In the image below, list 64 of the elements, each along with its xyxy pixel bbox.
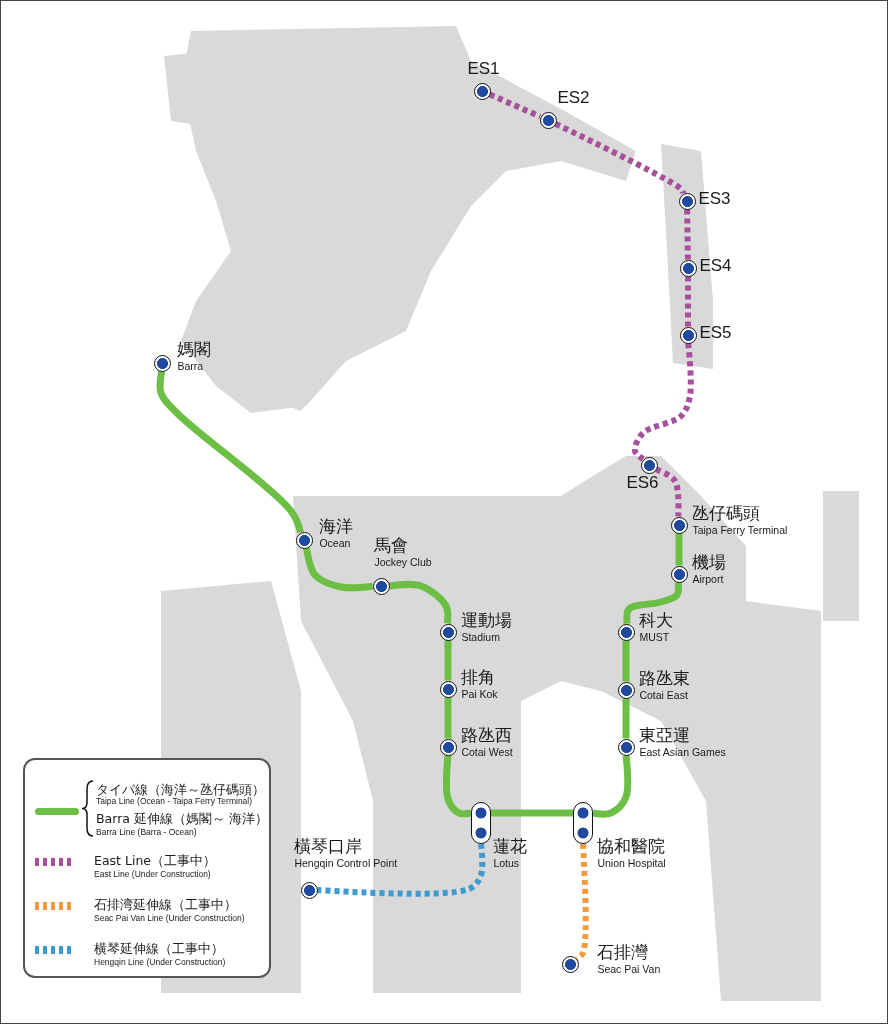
station-name: 排角: [461, 668, 496, 688]
metro-line: [488, 91, 542, 120]
legend-label: 石排湾延伸線（工事中）: [94, 898, 237, 912]
station-name-english: Ocean: [319, 538, 351, 550]
metro-line: [631, 343, 694, 462]
station-name-english: Hengqin Control Point: [294, 858, 398, 870]
station-name: 馬會: [374, 536, 409, 556]
metro-line: [622, 640, 630, 682]
station-code: ES3: [698, 190, 731, 210]
station-name-english: MUST: [639, 632, 670, 644]
station-name: 氹仔碼頭: [692, 504, 761, 524]
legend-sublabel: Seac Pai Van Line (Under Construction): [94, 914, 245, 924]
station-name-english: Jockey Club: [374, 557, 432, 569]
legend-label: 横琴延伸線（工事中）: [94, 942, 224, 956]
station-code: ES1: [467, 60, 500, 80]
station-name-english: Stadium: [461, 632, 500, 644]
metro-line: [303, 547, 373, 592]
legend-sublabel: Barra Line (Barra - Ocean): [96, 828, 197, 838]
metro-line: [442, 755, 472, 818]
station-name-english: Cotai West: [461, 747, 513, 759]
station-name: 媽閣: [177, 340, 212, 360]
station-name-english: Seac Pai Van: [597, 964, 661, 976]
metro-line: [675, 533, 683, 566]
station-name-english: Cotai East: [639, 690, 688, 702]
metro-line: [444, 697, 452, 739]
metro-line: [655, 466, 682, 517]
station-code: ES5: [699, 324, 732, 344]
station-code: ES4: [699, 257, 732, 277]
legend-label: タイパ線（海洋～氹仔碼頭）: [96, 783, 265, 797]
metro-line: [444, 640, 452, 681]
station-code: ES6: [626, 474, 659, 494]
metro-line: [685, 276, 691, 327]
station-name: 路氹西: [461, 726, 513, 746]
station-name-english: Pai Kok: [461, 689, 498, 701]
station-name: 蓮花: [493, 837, 528, 857]
station-name-english: Lotus: [493, 858, 520, 870]
metro-line: [622, 698, 630, 739]
metro-line: [389, 581, 452, 624]
metro-line: [491, 809, 573, 817]
station-name: 機場: [692, 553, 727, 573]
legend-label: East Line（工事中）: [94, 854, 216, 868]
station-name: 石排灣: [597, 943, 649, 963]
station-name-english: Airport: [692, 574, 724, 586]
station-name: 路氹東: [639, 669, 691, 689]
station-name-english: East Asian Games: [639, 747, 726, 759]
station-name-english: Taipa Ferry Terminal: [692, 525, 788, 537]
station-name: 東亞運: [639, 726, 691, 746]
station-name: 協和醫院: [597, 837, 666, 857]
metro-line: [623, 582, 682, 624]
station-name: 橫琴口岸: [294, 837, 363, 857]
legend-sublabel: East Line (Under Construction): [94, 870, 211, 880]
metro-line: [317, 843, 486, 897]
metro-line: [592, 755, 632, 818]
station-name: 科大: [639, 611, 674, 631]
station-name-english: Barra: [177, 361, 204, 373]
station-name: 運動場: [461, 611, 513, 631]
legend-label: Barra 延伸線（媽閣～ 海洋）: [96, 812, 268, 826]
legend-sublabel: Hengqin Line (Under Construction): [94, 958, 226, 968]
metro-line: [684, 209, 691, 260]
station-code: ES2: [557, 89, 590, 109]
metro-line: [554, 121, 687, 195]
station-name: 海洋: [319, 517, 354, 537]
legend-sublabel: Taipa Line (Ocean - Taipa Ferry Terminal): [96, 797, 253, 807]
station-name-english: Union Hospital: [597, 858, 666, 870]
